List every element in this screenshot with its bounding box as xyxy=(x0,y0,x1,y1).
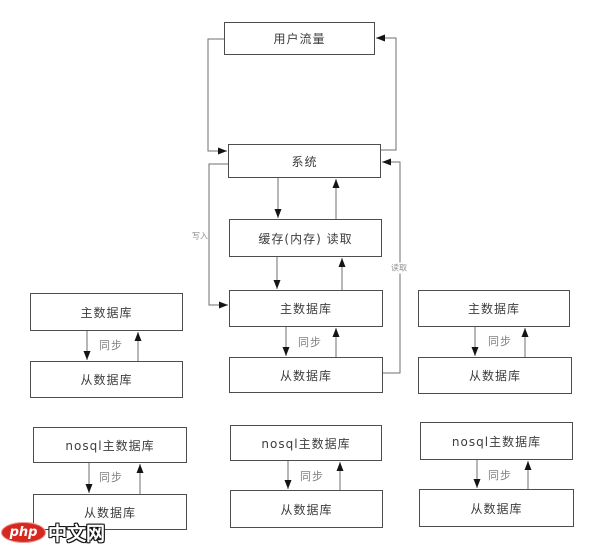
label-sync-center: 同步 xyxy=(298,336,322,349)
node-nosql-master-db-left: nosql主数据库 xyxy=(33,427,187,463)
node-master-db-left: 主数据库 xyxy=(30,293,183,331)
label-write: 写入 xyxy=(192,231,208,241)
node-slave-db-left: 从数据库 xyxy=(30,361,183,398)
edge-user-traffic-to-system xyxy=(207,38,227,155)
label-sync-bottom-center: 同步 xyxy=(300,470,324,483)
node-master-db-center: 主数据库 xyxy=(229,290,383,327)
edge-system-write-to-master-db xyxy=(208,163,228,309)
edge-system-to-user-traffic xyxy=(376,34,397,151)
node-slave-db-bottom-center: 从数据库 xyxy=(230,490,383,528)
node-master-db-right: 主数据库 xyxy=(418,290,570,327)
php-cn-watermark: php 中文网 xyxy=(0,517,130,545)
node-user-traffic: 用户流量 xyxy=(224,22,375,55)
node-cache-memory-read: 缓存(内存) 读取 xyxy=(229,219,382,257)
label-sync-left: 同步 xyxy=(99,339,123,352)
node-slave-db-right: 从数据库 xyxy=(418,357,572,394)
php-logo-badge: php xyxy=(1,522,46,543)
node-slave-db-center: 从数据库 xyxy=(229,357,383,393)
label-sync-bottom-left: 同步 xyxy=(99,471,123,484)
label-sync-right: 同步 xyxy=(488,335,512,348)
watermark-site-text: 中文网 xyxy=(48,523,106,545)
node-nosql-master-db-center: nosql主数据库 xyxy=(230,425,382,461)
node-slave-db-bottom-right: 从数据库 xyxy=(419,489,574,527)
node-nosql-master-db-right: nosql主数据库 xyxy=(420,422,573,460)
node-slave-db-bottom-left: 从数据库 xyxy=(33,494,187,530)
node-system: 系统 xyxy=(228,144,381,178)
label-read: 读取 xyxy=(390,262,408,274)
label-sync-bottom-right: 同步 xyxy=(488,469,512,482)
